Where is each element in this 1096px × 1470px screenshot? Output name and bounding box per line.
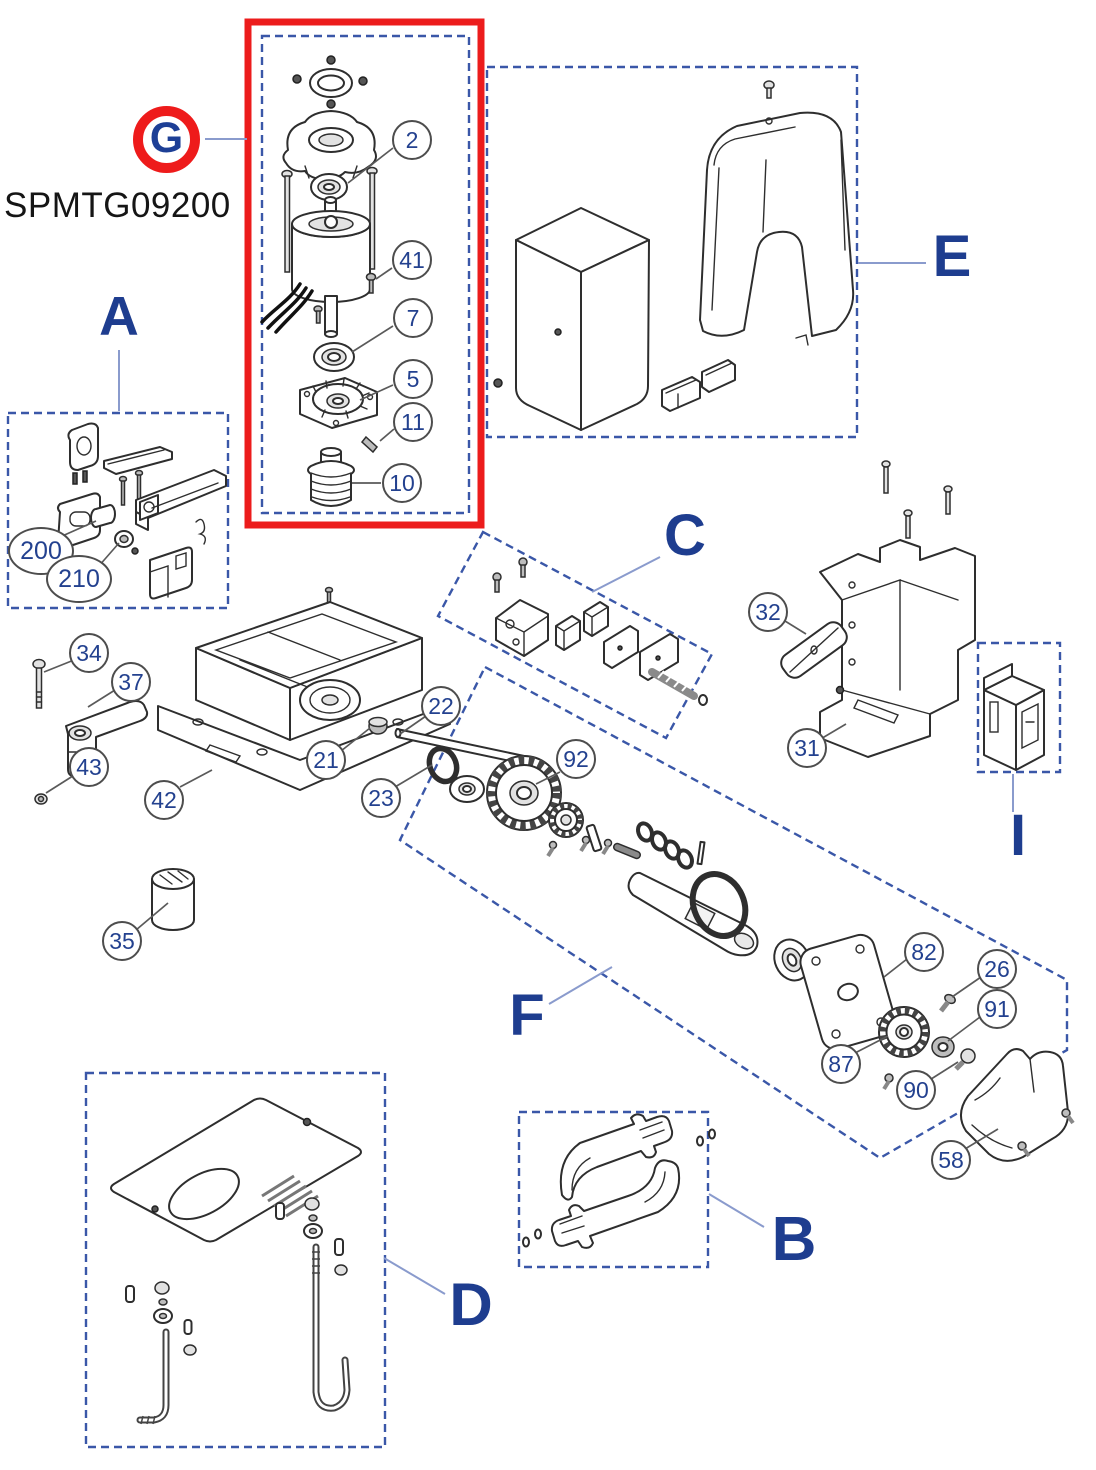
group-box-B (517, 1110, 710, 1269)
leader-label-C (591, 556, 661, 593)
callout-34: 34 (69, 633, 109, 673)
callout-41: 41 (392, 240, 432, 280)
callout-43: 43 (69, 747, 109, 787)
group-box-A (6, 411, 230, 610)
callout-11: 11 (393, 402, 433, 442)
part-spacer-cylinder (151, 868, 195, 931)
part-foundation-plate-kit (110, 1097, 362, 1425)
callout-7: 7 (393, 298, 433, 338)
part-gear-cover (960, 1048, 1075, 1162)
callout-87: 87 (821, 1044, 861, 1084)
callout-37: 37 (111, 662, 151, 702)
group-box-C (436, 530, 714, 740)
callout-210: 210 (46, 555, 112, 603)
leader-label-B (708, 1193, 765, 1228)
group-box-D (84, 1071, 387, 1449)
group-label-B: B (771, 1205, 817, 1274)
part-covers (493, 80, 855, 431)
callout-22: 22 (421, 686, 461, 726)
callout-82: 82 (904, 932, 944, 972)
callout-92: 92 (556, 739, 596, 779)
group-box-G (260, 34, 471, 515)
part-release-kit (57, 422, 227, 600)
part-limit-switch-kit (492, 557, 708, 706)
part-control-unit (983, 663, 1045, 771)
callout-leaders (43, 147, 999, 1150)
part-mounting-straps (522, 1113, 716, 1249)
callout-31: 31 (787, 728, 827, 768)
group-label-C: C (664, 503, 706, 568)
callout-58: 58 (931, 1140, 971, 1180)
group-box-F (398, 665, 1069, 1160)
group-label-D: D (449, 1271, 493, 1338)
group-box-E (485, 65, 859, 439)
part-gearbox-kit (449, 755, 976, 1091)
callout-23: 23 (361, 778, 401, 818)
group-box-I (976, 641, 1062, 774)
part-rear-bracket (780, 460, 976, 758)
callout-5: 5 (393, 359, 433, 399)
callout-10: 10 (382, 463, 422, 503)
group-label-E: E (932, 224, 972, 289)
group-label-G-ring: G (133, 106, 200, 173)
group-label-A: A (99, 284, 139, 347)
callout-32: 32 (748, 592, 788, 632)
group-label-G: G (149, 114, 184, 162)
part-base-housing (157, 586, 451, 791)
callout-42: 42 (144, 780, 184, 820)
leader-label-D (383, 1257, 446, 1295)
group-label-I: I (1009, 803, 1027, 868)
highlight-box-G (244, 18, 485, 529)
callout-35: 35 (102, 921, 142, 961)
part-motor-assembly (260, 55, 379, 507)
callout-91: 91 (977, 989, 1017, 1029)
callout-2: 2 (392, 120, 432, 160)
callout-26: 26 (977, 949, 1017, 989)
callout-90: 90 (896, 1070, 936, 1110)
leader-label-F (548, 966, 613, 1005)
product-code: SPMTG09200 (4, 186, 231, 225)
group-label-F: F (509, 983, 545, 1048)
callout-21: 21 (306, 740, 346, 780)
